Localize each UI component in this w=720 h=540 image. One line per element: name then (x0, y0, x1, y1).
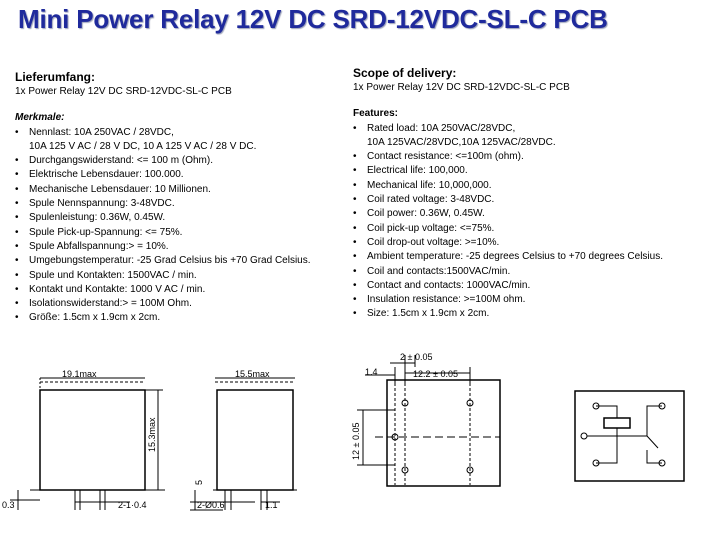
pcb-edge-label: 1.4 (365, 367, 378, 377)
list-item: Spule Pick-up-Spannung: <= 75%. (15, 226, 350, 241)
page-title: Mini Power Relay 12V DC SRD-12VDC-SL-C P… (18, 4, 608, 34)
front-height-label: 15.3max (147, 417, 157, 452)
list-item: Spule und Kontakten: 1500VAC / min. (15, 269, 350, 284)
front-pin-pitch-label: 2-1·0.4 (118, 500, 147, 510)
list-item: Spule Abfallspannung:> = 10%. (15, 240, 350, 255)
front-width-label: 19.1max (62, 369, 97, 379)
list-item: Contact and contacts: 1000VAC/min. (353, 279, 713, 294)
english-column: Scope of delivery: 1x Power Relay 12V DC… (353, 66, 713, 322)
list-item: Spule Nennspannung: 3-48VDC. (15, 197, 350, 212)
list-item: Elektrische Lebensdauer: 100.000. (15, 168, 350, 183)
list-item: Nennlast: 10A 250VAC / 28VDC,10A 125 V A… (15, 126, 350, 155)
de-features-list: Nennlast: 10A 250VAC / 28VDC,10A 125 V A… (15, 126, 350, 326)
list-item: Isolationswiderstand:> = 100M Ohm. (15, 297, 350, 312)
en-delivery-item: 1x Power Relay 12V DC SRD-12VDC-SL-C PCB (353, 82, 570, 93)
list-item: Mechanische Lebensdauer: 10 Millionen. (15, 183, 350, 198)
en-features-list: Rated load: 10A 250VAC/28VDC,10A 125VAC/… (353, 122, 713, 322)
list-item: Coil pick-up voltage: <=75%. (353, 222, 713, 237)
pcb-footprint-drawing: 1.4 2 ± 0.05 12.2 ± 0.05 12 ± 0.05 (351, 352, 501, 487)
german-column: Lieferumfang: 1x Power Relay 12V DC SRD-… (15, 70, 350, 326)
side-pin-diameter-label: 2-Ø0.6 (197, 500, 225, 510)
de-delivery-item: 1x Power Relay 12V DC SRD-12VDC-SL-C PCB (15, 86, 232, 97)
pcb-pitch-top-label: 2 ± 0.05 (400, 352, 432, 362)
list-item: Coil power: 0.36W, 0.45W. (353, 207, 713, 222)
en-delivery-heading: Scope of delivery: (353, 66, 457, 80)
list-item: Size: 1.5cm x 1.9cm x 2cm. (353, 307, 713, 322)
list-item: Größe: 1.5cm x 1.9cm x 2cm. (15, 311, 350, 326)
relay-side-view-drawing: 15.5max 5 2-Ø0.6 1.1 (190, 369, 297, 511)
pcb-pitch-wide-label: 12.2 ± 0.05 (413, 369, 458, 379)
list-item: Ambient temperature: -25 degrees Celsius… (353, 250, 713, 265)
pcb-pitch-vert-label: 12 ± 0.05 (351, 423, 361, 460)
side-pin-length-label: 5 (194, 480, 204, 485)
relay-schematic-drawing (574, 390, 685, 482)
front-pin-offset-label: 0.3 (2, 500, 15, 510)
side-pin-width-label: 1.1 (265, 500, 278, 510)
list-item: Coil and contacts:1500VAC/min. (353, 265, 713, 280)
relay-front-view-drawing: 19.1max 15.3max 0.3 2-1·0.4 (2, 369, 165, 510)
list-item: Insulation resistance: >=100M ohm. (353, 293, 713, 308)
list-item: Contact resistance: <=100m (ohm). (353, 150, 713, 165)
side-width-label: 15.5max (235, 369, 270, 379)
list-item: Coil drop-out voltage: >=10%. (353, 236, 713, 251)
en-features-heading: Features: (353, 108, 399, 120)
de-features-heading: Merkmale: (15, 112, 65, 124)
list-item: Coil rated voltage: 3-48VDC. (353, 193, 713, 208)
list-item: Durchgangswiderstand: <= 100 m (Ohm). (15, 154, 350, 169)
list-item: Kontakt und Kontakte: 1000 V AC / min. (15, 283, 350, 298)
de-delivery-heading: Lieferumfang: (15, 70, 96, 84)
list-item: Mechanical life: 10,000,000. (353, 179, 713, 194)
list-item: Spulenleistung: 0.36W, 0.45W. (15, 211, 350, 226)
list-item: Rated load: 10A 250VAC/28VDC,10A 125VAC/… (353, 122, 713, 151)
list-item: Electrical life: 100,000. (353, 164, 713, 179)
list-item: Umgebungstemperatur: -25 Grad Celsius bi… (15, 254, 350, 269)
